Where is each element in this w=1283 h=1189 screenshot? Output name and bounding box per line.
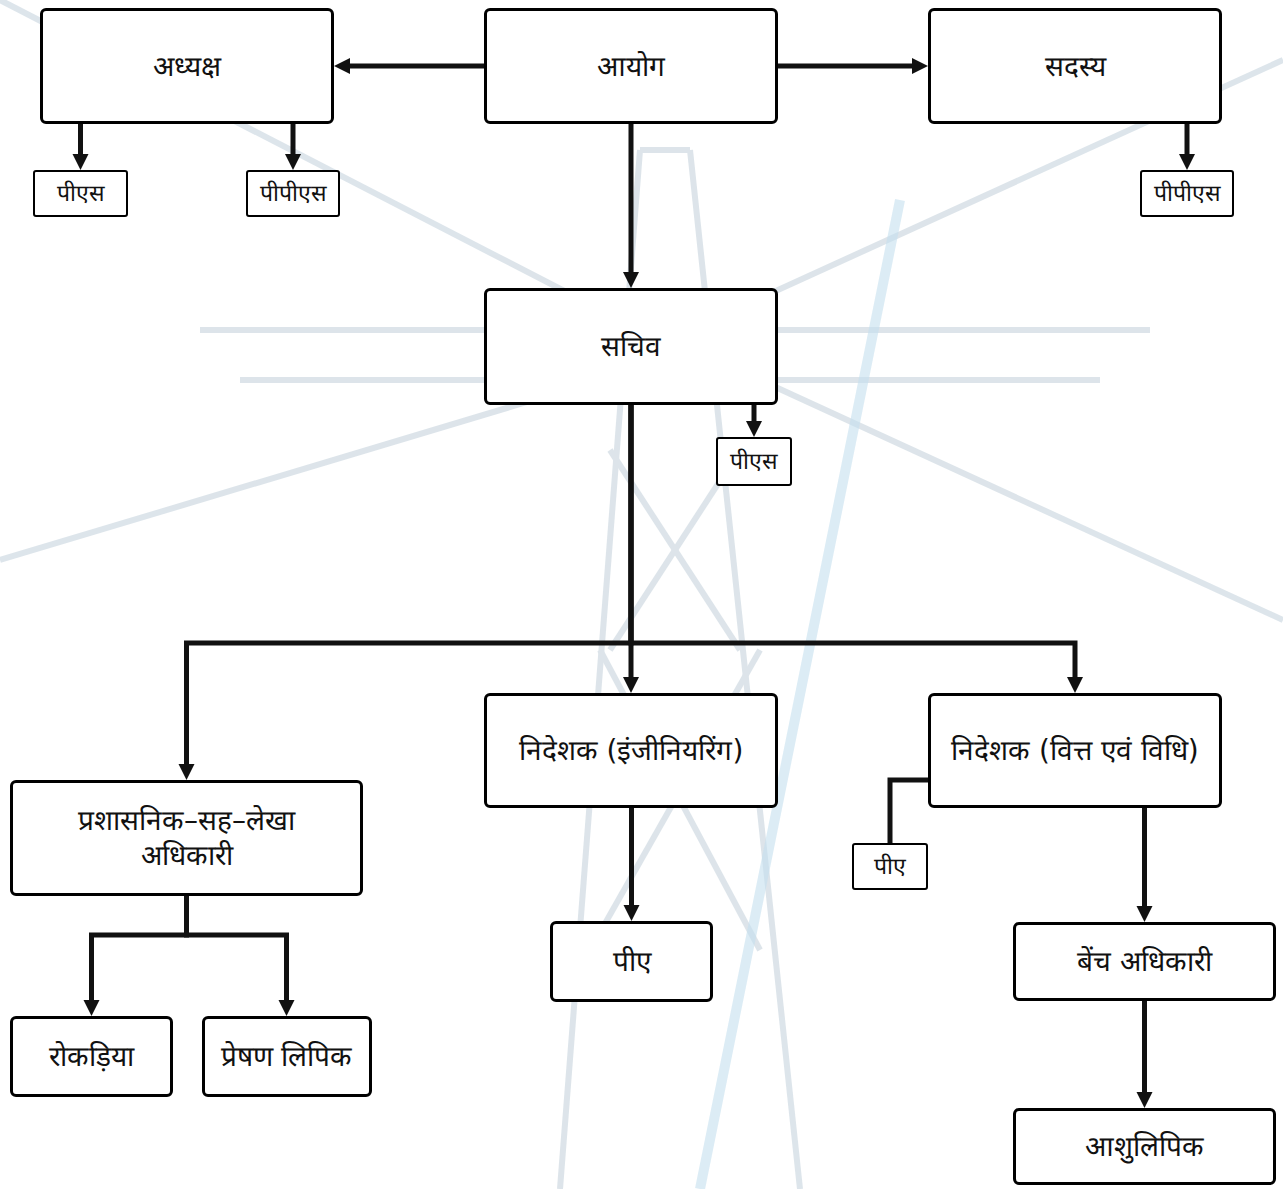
connector-line <box>629 808 634 907</box>
box-label: आयोग <box>597 49 665 84</box>
connector <box>631 405 1083 693</box>
arrow-head <box>1067 677 1083 693</box>
box-label: अध्यक्ष <box>153 49 221 84</box>
box-label: सदस्य <box>1045 49 1106 84</box>
connector-line <box>752 405 757 423</box>
connector <box>1137 808 1153 922</box>
office-box: सचिव <box>484 288 778 405</box>
arrow-head <box>1137 906 1153 922</box>
office-box: बेंच अधिकारी <box>1013 922 1276 1001</box>
arrow-head <box>179 764 195 780</box>
office-box: आशुलिपिक <box>1013 1108 1276 1185</box>
box-label: पीपीएस <box>1154 179 1221 208</box>
office-box: आयोग <box>484 8 778 124</box>
connector-line <box>629 124 634 274</box>
box-label: पीएस <box>57 179 105 208</box>
connector <box>890 780 928 843</box>
assistant-box: पीपीएस <box>246 170 340 217</box>
office-box: रोकड़िया <box>10 1016 173 1097</box>
connector <box>1179 124 1195 170</box>
assistant-box: पीए <box>852 843 928 890</box>
arrow-head <box>73 154 89 170</box>
arrow-head <box>746 421 762 437</box>
connector <box>746 405 762 437</box>
office-box: सदस्य <box>928 8 1222 124</box>
box-label: प्रेषण लिपिक <box>221 1039 353 1074</box>
arrow-head <box>84 1000 100 1016</box>
connector-line <box>348 64 484 69</box>
arrow-head <box>279 1000 295 1016</box>
office-box: प्रशासनिक–सह–लेखा अधिकारी <box>10 780 363 896</box>
arrow-head <box>285 154 301 170</box>
office-box: प्रेषण लिपिक <box>202 1016 372 1097</box>
box-label: बेंच अधिकारी <box>1077 944 1212 979</box>
arrow-head <box>1179 154 1195 170</box>
box-label: पीए <box>874 852 906 881</box>
arrow-head <box>912 58 928 74</box>
office-box: पीए <box>550 921 713 1002</box>
box-label: पीएस <box>730 447 778 476</box>
box-label: आशुलिपिक <box>1085 1129 1204 1164</box>
connector <box>1137 1001 1153 1108</box>
connector <box>778 58 928 74</box>
box-label: पीपीएस <box>260 179 327 208</box>
box-label: प्रशासनिक–सह–लेखा अधिकारी <box>37 803 337 873</box>
connector <box>84 896 187 1016</box>
assistant-box: पीएस <box>33 170 128 217</box>
connector <box>285 124 301 170</box>
connector <box>334 58 484 74</box>
arrow-head <box>1137 1092 1153 1108</box>
arrow-head <box>334 58 350 74</box>
connector-line <box>187 896 287 1002</box>
office-box: निदेशक (इंजीनियरिंग) <box>484 693 778 808</box>
connector-line <box>778 64 914 69</box>
box-label: निदेशक (इंजीनियरिंग) <box>519 733 744 768</box>
box-label: निदेशक (वित्त एवं विधि) <box>951 733 1199 768</box>
box-label: सचिव <box>601 329 661 364</box>
connector-line <box>78 124 83 156</box>
connector-line <box>890 780 928 843</box>
connector <box>624 808 640 921</box>
office-box: निदेशक (वित्त एवं विधि) <box>928 693 1222 808</box>
connector <box>187 896 295 1016</box>
connector-line <box>631 405 1075 679</box>
assistant-box: पीएस <box>716 437 792 486</box>
connector-line <box>1185 124 1190 156</box>
box-label: रोकड़िया <box>49 1039 134 1074</box>
connector-line <box>92 896 187 1002</box>
connector-line <box>1142 1001 1147 1094</box>
connector <box>623 124 639 288</box>
connector <box>73 124 89 170</box>
assistant-box: पीपीएस <box>1140 170 1234 217</box>
arrow-head <box>623 272 639 288</box>
arrow-head <box>623 677 639 693</box>
office-box: अध्यक्ष <box>40 8 334 124</box>
arrow-head <box>624 905 640 921</box>
box-label: पीए <box>613 944 651 979</box>
connector-line <box>1142 808 1147 908</box>
connector-line <box>291 124 296 156</box>
